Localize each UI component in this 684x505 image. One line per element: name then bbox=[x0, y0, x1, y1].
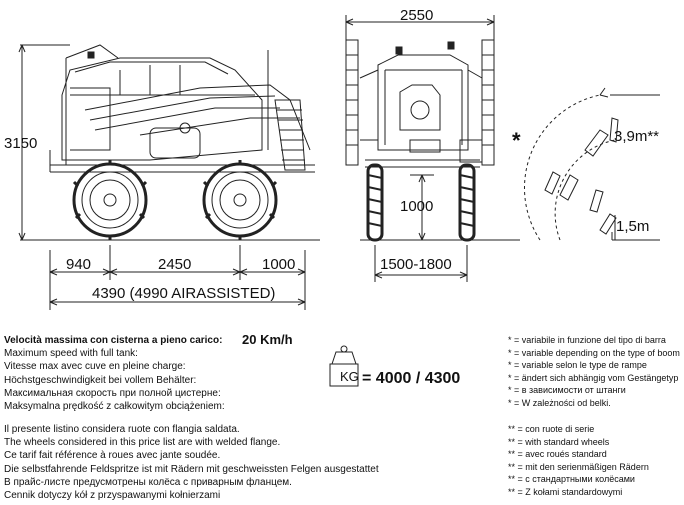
dim-rear: 1000 bbox=[262, 256, 296, 273]
speed-line: Максимальная скорость при полной цистерн… bbox=[4, 387, 221, 399]
side-view-machine bbox=[49, 44, 315, 173]
speed-lines: Velocità massima con cisterna a pieno ca… bbox=[4, 334, 225, 413]
wheels-note-line: Die selbstfahrende Feldspritze ist mit R… bbox=[4, 463, 379, 475]
notes-star: * = variabile in funzione del tipo di ba… bbox=[508, 334, 680, 410]
dim-total-length: 4390 (4990 AIRASSISTED) bbox=[92, 285, 276, 302]
note-double-line: ** = Z kołami standardowymi bbox=[508, 486, 623, 497]
rear-view-left-wheel bbox=[366, 163, 384, 242]
speed-line: Maksymalna prędkość z całkowitym obciąże… bbox=[4, 401, 225, 413]
notes-double-star: ** = con ruote di serie ** = with standa… bbox=[508, 423, 649, 499]
wheels-note-line: Cennik dotyczy kół z przyspawanymi kołni… bbox=[4, 490, 221, 502]
speed-value: 20 Km/h bbox=[242, 332, 293, 347]
rear-view-right-wheel bbox=[458, 163, 476, 242]
dim-top-width: 2550 bbox=[400, 7, 434, 24]
star-marker: * bbox=[512, 128, 521, 153]
dim-turn-radius: 3,9m** bbox=[614, 128, 660, 145]
wheels-note: Il presente listino considera ruote con … bbox=[4, 423, 379, 502]
side-view-front-wheel bbox=[72, 160, 148, 240]
note-double-line: ** = mit den serienmäßigen Rädern bbox=[508, 461, 649, 472]
note-star-line: * = variabile in funzione del tipo di ba… bbox=[508, 335, 666, 345]
dim-turn-inner: 1,5m bbox=[616, 218, 650, 235]
note-star-line: * = variable selon le type de rampe bbox=[508, 360, 647, 371]
dim-wheelbase: 2450 bbox=[158, 256, 192, 273]
speed-line: Höchstgeschwindigkeit bei vollem Behälte… bbox=[4, 374, 197, 386]
weight-unit: KG bbox=[340, 369, 359, 384]
wheels-note-line: В прайс-листе предусмотрены колёса с при… bbox=[4, 476, 292, 488]
note-double-line: ** = с стандартными колёсами bbox=[508, 474, 635, 485]
speed-line: Vitesse max avec cuve en pleine charge: bbox=[4, 361, 186, 373]
turn-radius-diagram bbox=[523, 87, 660, 241]
side-view-rear-wheel bbox=[202, 160, 278, 240]
rear-view-machine bbox=[345, 39, 495, 168]
weight-icon bbox=[329, 345, 359, 387]
weight-value: = 4000 / 4300 bbox=[362, 370, 461, 387]
note-double-line: ** = avec roués standard bbox=[508, 449, 607, 460]
note-star-line: * = variable depending on the type of bo… bbox=[508, 347, 680, 358]
note-star-line: * = в зависимости от штанги bbox=[508, 385, 626, 396]
dim-front: 940 bbox=[66, 256, 92, 273]
note-star-line: * = ändert sich abhängig vom Gestängetyp bbox=[508, 372, 679, 383]
speed-line: Velocità massima con cisterna a pieno ca… bbox=[4, 335, 223, 346]
speed-line: Maximum speed with full tank: bbox=[4, 348, 138, 360]
dim-height: 3150 bbox=[4, 135, 38, 152]
note-double-line: ** = with standard wheels bbox=[508, 436, 610, 447]
note-star-line: * = W zależności od belki. bbox=[508, 397, 611, 408]
note-double-line: ** = con ruote di serie bbox=[508, 424, 595, 434]
wheels-note-line: Ce tarif fait référence à roues avec jan… bbox=[4, 450, 221, 462]
dim-track: 1500-1800 bbox=[380, 256, 452, 273]
wheels-note-line: Il presente listino considera ruote con … bbox=[4, 424, 240, 435]
wheels-note-line: The wheels considered in this price list… bbox=[4, 437, 281, 449]
dim-clearance: 1000 bbox=[400, 198, 434, 215]
